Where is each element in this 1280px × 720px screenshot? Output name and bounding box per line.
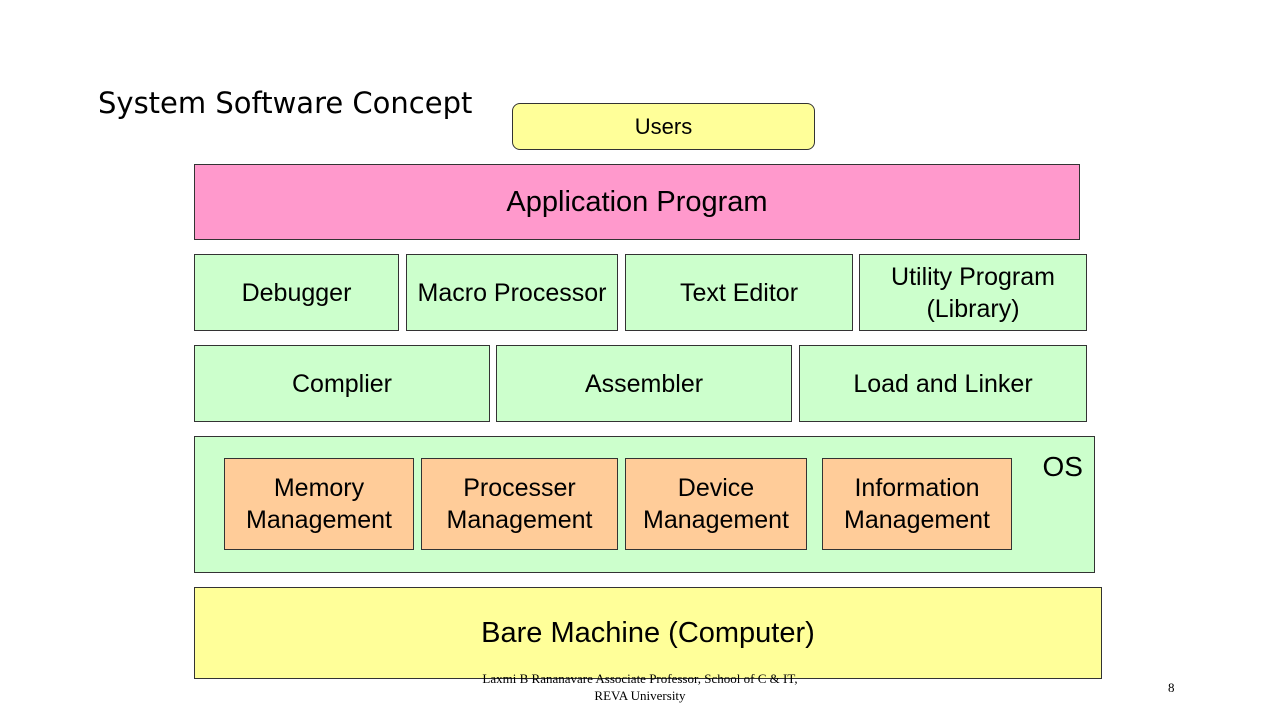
application-program-box: Application Program bbox=[194, 164, 1080, 240]
assembler-box: Assembler bbox=[496, 345, 792, 422]
debugger-label: Debugger bbox=[241, 278, 352, 307]
users-label: Users bbox=[634, 113, 693, 139]
information-management-line2: Management bbox=[844, 506, 990, 534]
bare-machine-label: Bare Machine (Computer) bbox=[481, 616, 815, 649]
slide-title: System Software Concept bbox=[98, 86, 473, 120]
loader-linker-box: Load and Linker bbox=[799, 345, 1087, 422]
loader-linker-label: Load and Linker bbox=[853, 369, 1033, 398]
os-label: OS bbox=[1042, 451, 1083, 482]
assembler-label: Assembler bbox=[584, 369, 704, 398]
macro-processor-box: Macro Processor bbox=[406, 254, 618, 331]
information-management-box: Information Management bbox=[822, 458, 1012, 550]
text-editor-label: Text Editor bbox=[679, 278, 799, 307]
slide-footer: Laxmi B Rananavare Associate Professor, … bbox=[440, 670, 840, 704]
application-program-label: Application Program bbox=[506, 185, 768, 218]
device-management-box: Device Management bbox=[625, 458, 807, 550]
footer-university-line: REVA University bbox=[594, 688, 686, 703]
device-management-line1: Device bbox=[677, 474, 755, 502]
debugger-box: Debugger bbox=[194, 254, 399, 331]
compiler-box: Complier bbox=[194, 345, 490, 422]
utility-program-label: Utility Program bbox=[891, 262, 1055, 291]
macro-processor-label: Macro Processor bbox=[417, 278, 607, 307]
processer-management-line2: Management bbox=[446, 506, 593, 534]
utility-program-box: Utility Program (Library) bbox=[859, 254, 1087, 331]
memory-management-line1: Memory bbox=[273, 474, 365, 502]
memory-management-line2: Management bbox=[246, 506, 392, 534]
compiler-label: Complier bbox=[291, 369, 393, 398]
memory-management-box: Memory Management bbox=[224, 458, 414, 550]
bare-machine-box: Bare Machine (Computer) bbox=[194, 587, 1102, 679]
device-management-line2: Management bbox=[643, 506, 789, 534]
processer-management-box: Processer Management bbox=[421, 458, 618, 550]
processer-management-line1: Processer bbox=[463, 474, 576, 502]
utility-program-sublabel: (Library) bbox=[926, 294, 1020, 323]
footer-author-line: Laxmi B Rananavare Associate Professor, … bbox=[482, 671, 798, 686]
users-box: Users bbox=[512, 103, 815, 150]
text-editor-box: Text Editor bbox=[625, 254, 853, 331]
information-management-line1: Information bbox=[854, 474, 980, 502]
page-number: 8 bbox=[1168, 680, 1175, 695]
